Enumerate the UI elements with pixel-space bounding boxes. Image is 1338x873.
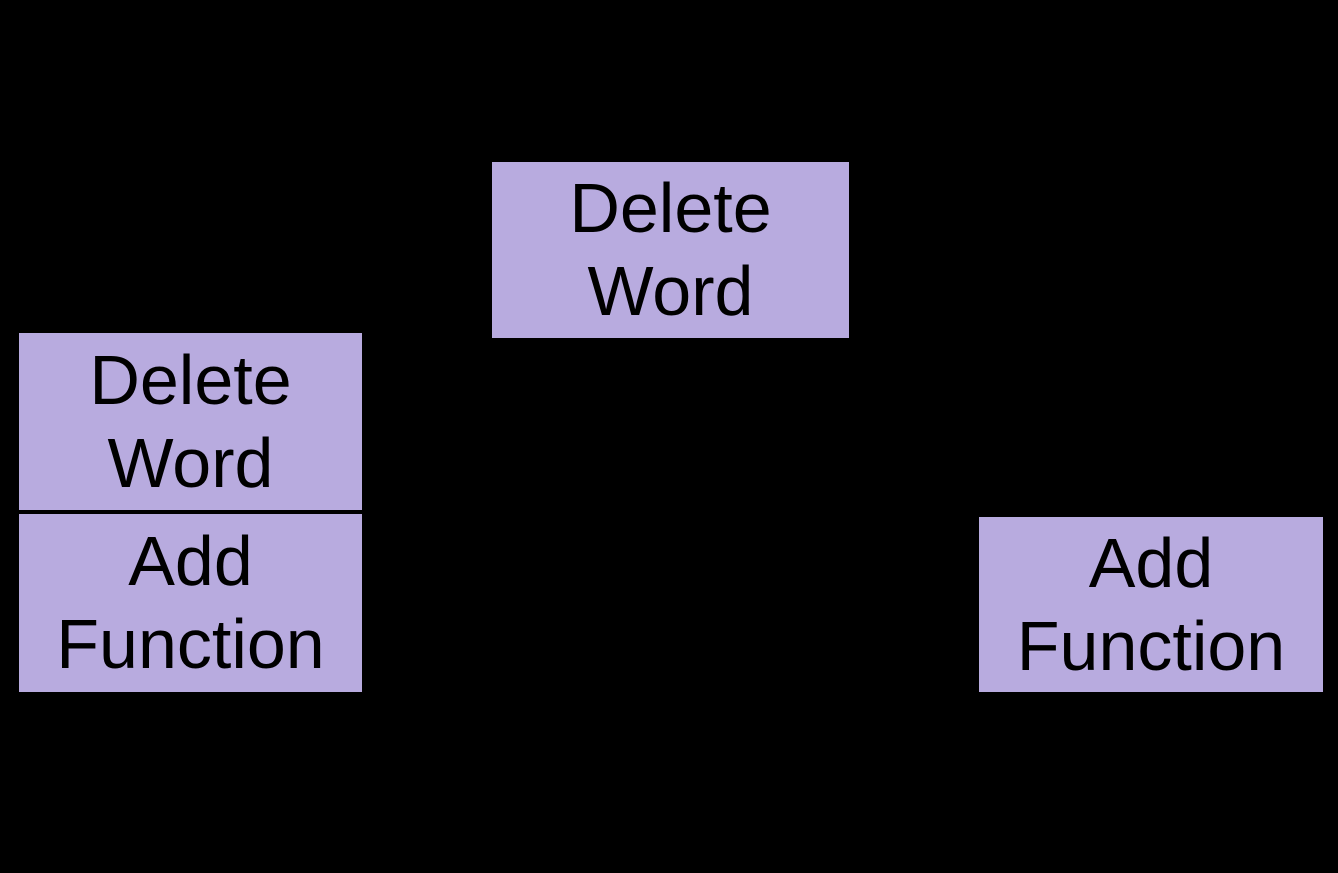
node-add-function-left: Add Function (19, 514, 362, 692)
node-add-function-left-label: Add Function (56, 522, 325, 683)
node-delete-word-top: Delete Word (492, 162, 849, 338)
node-delete-word-left: Delete Word (19, 333, 362, 510)
node-divider-line (19, 510, 362, 514)
node-delete-word-top-label: Delete Word (569, 169, 772, 330)
node-group-left: Delete Word Add Function (19, 333, 362, 692)
node-delete-word-left-label: Delete Word (89, 340, 292, 502)
node-add-function-right: Add Function (979, 517, 1323, 692)
node-add-function-right-label: Add Function (1016, 523, 1286, 685)
